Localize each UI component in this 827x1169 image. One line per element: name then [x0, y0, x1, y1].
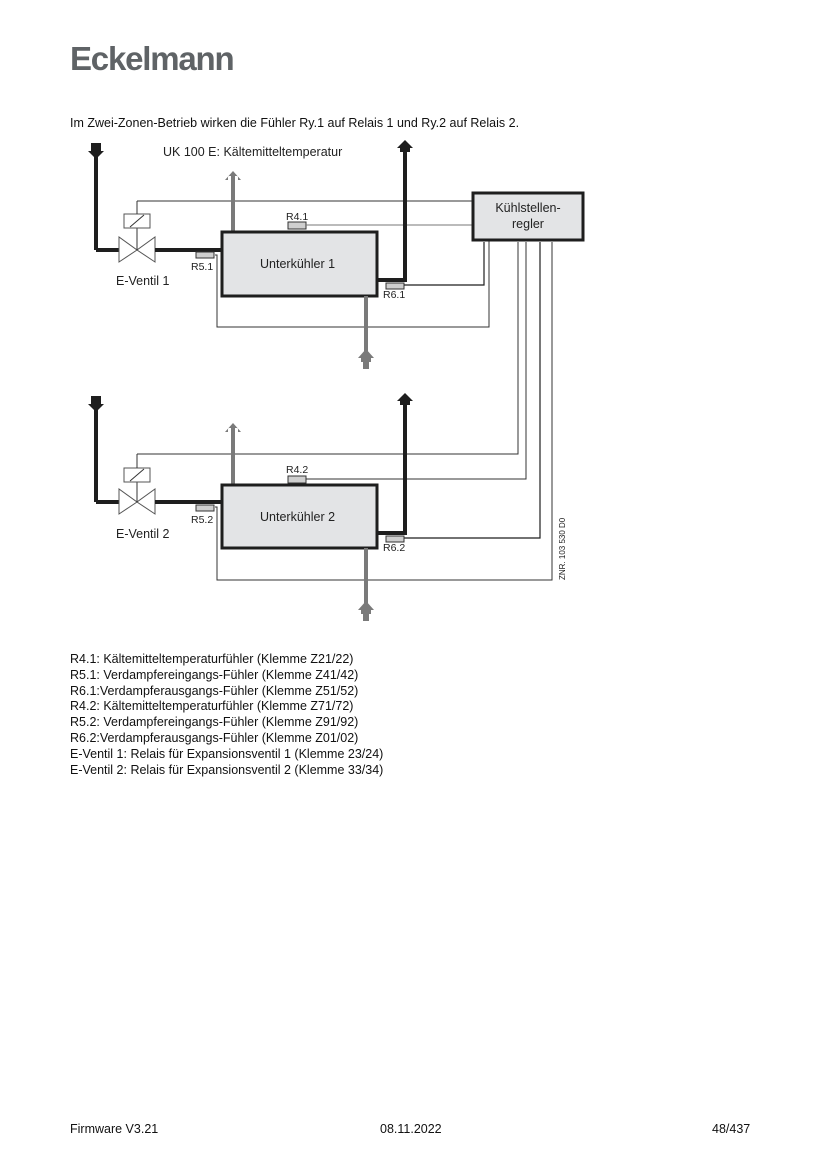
legend-item: E-Ventil 2: Relais für Expansionsventil … — [70, 762, 384, 777]
controller-label-line2: regler — [512, 217, 544, 231]
sensor-legend: R4.1: Kältemitteltemperaturfühler (Klemm… — [70, 652, 383, 778]
subcooler-2-box — [220, 483, 379, 550]
expansion-valve-2-icon — [118, 454, 156, 515]
sensor-r6-1-label: R6.1 — [383, 289, 405, 301]
legend-item: R4.2: Kältemitteltemperaturfühler (Klemm… — [70, 699, 354, 714]
sensor-r4-2-label: R4.2 — [286, 464, 308, 476]
wiring-diagram: UK 100 E: Kältemitteltemperatur E-Ventil… — [88, 140, 585, 621]
subcooler-2-label: Unterkühler 2 — [260, 510, 335, 524]
zone1-gray-bottom-arrow-icon — [358, 349, 374, 362]
sensor-r5-2 — [195, 504, 215, 512]
sensor-r6-2 — [385, 535, 405, 543]
zone1-outlet-arrow-icon — [397, 140, 413, 152]
footer-date: 08.11.2022 — [380, 1122, 442, 1136]
sensor-r5-1 — [195, 251, 215, 259]
footer-page-number: 48/437 — [712, 1122, 751, 1136]
zone1-gray-arrow-icon — [225, 171, 241, 180]
sensor-r5-2-label: R5.2 — [191, 514, 213, 526]
sensor-r5-1-label: R5.1 — [191, 261, 213, 273]
sensor-r4-2 — [287, 475, 307, 484]
intro-paragraph: Im Zwei-Zonen-Betrieb wirken die Fühler … — [70, 116, 520, 130]
sensor-r6-2-label: R6.2 — [383, 542, 405, 554]
footer-firmware: Firmware V3.21 — [70, 1122, 159, 1136]
legend-item: R5.1: Verdampfereingangs-Fühler (Klemme … — [70, 667, 359, 682]
sensor-r6-1 — [385, 282, 405, 290]
zone-1: E-Ventil 1 R5.1 Unterkühler 1 R4.1 R6.1 — [88, 140, 490, 369]
drawing-number: ZNR. 103 530 D0 — [558, 517, 567, 580]
zone2-gray-arrow-icon — [225, 423, 241, 432]
sensor-r4-1 — [287, 221, 307, 230]
legend-item: R5.2: Verdampfereingangs-Fühler (Klemme … — [70, 715, 359, 730]
eckelmann-logo: Eckelmann — [70, 40, 235, 77]
subcooler-1-label: Unterkühler 1 — [260, 257, 335, 271]
zone2-inlet-arrow-icon — [88, 396, 104, 412]
expansion-valve-1-icon — [118, 201, 156, 263]
controller-box — [471, 191, 585, 242]
zone2-outlet-arrow-icon — [397, 393, 413, 405]
legend-item: E-Ventil 1: Relais für Expansionsventil … — [70, 746, 384, 761]
zone-2: E-Ventil 2 R5.2 Unterkühler 2 R4.2 R6.2 — [88, 393, 413, 621]
legend-item: R6.1:Verdampferausgangs-Fühler (Klemme Z… — [70, 683, 359, 698]
zone1-inlet-arrow-icon — [88, 143, 104, 159]
valve-2-label: E-Ventil 2 — [116, 527, 170, 541]
legend-item: R4.1: Kältemitteltemperaturfühler (Klemm… — [70, 652, 354, 666]
zone2-gray-bottom-arrow-icon — [358, 601, 374, 614]
diagram-title: UK 100 E: Kältemitteltemperatur — [163, 145, 342, 159]
controller-label-line1: Kühlstellen- — [495, 201, 560, 215]
valve-1-label: E-Ventil 1 — [116, 274, 170, 288]
subcooler-1-box — [220, 230, 379, 298]
legend-item: R6.2:Verdampferausgangs-Fühler (Klemme Z… — [70, 730, 359, 745]
sensor-r4-1-label: R4.1 — [286, 211, 308, 223]
